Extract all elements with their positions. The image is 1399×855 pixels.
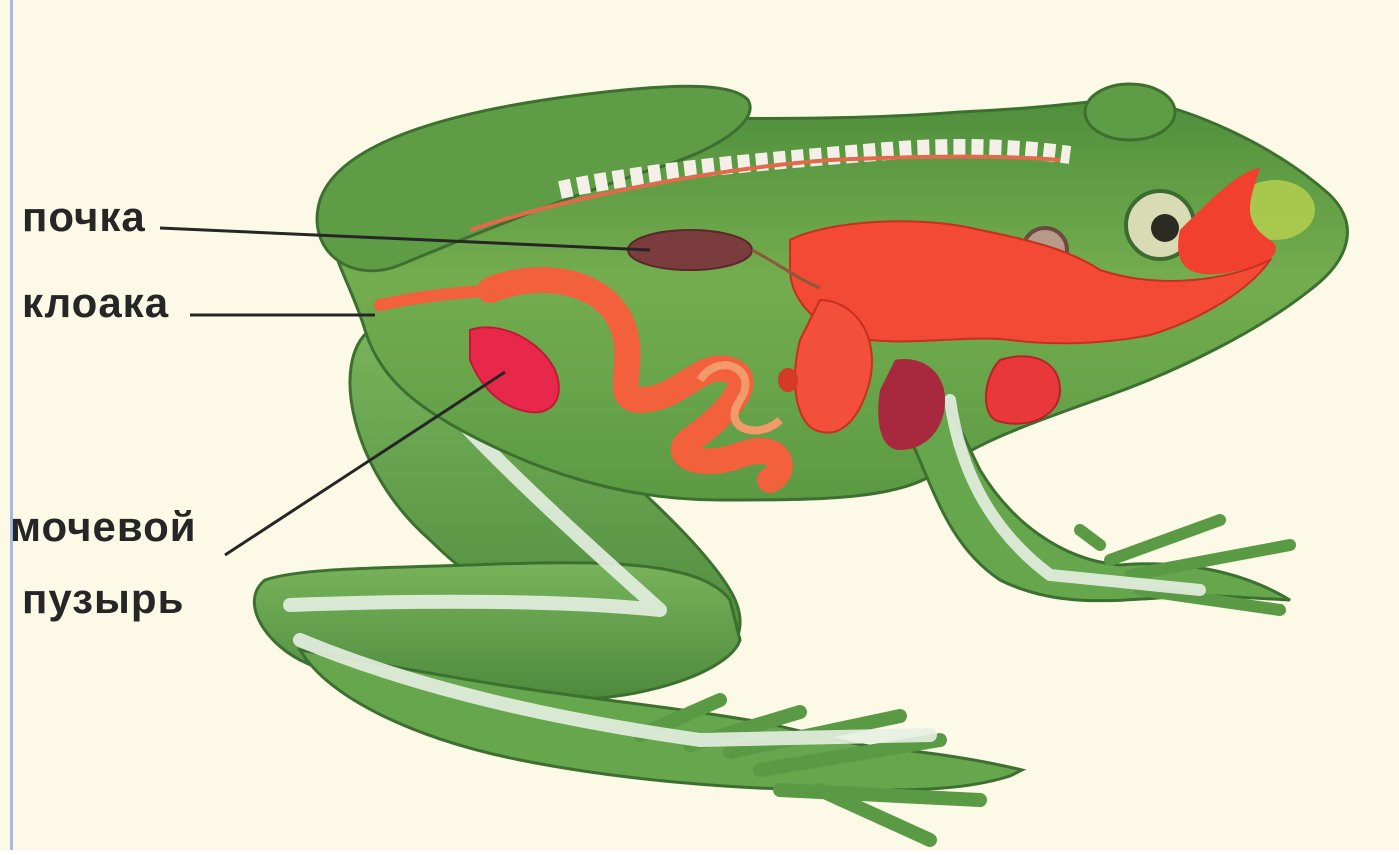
spleen [778, 368, 798, 392]
heart [986, 356, 1060, 424]
left-edge-line [10, 0, 13, 850]
eye-pupil [1151, 214, 1179, 242]
eye-bulge [1085, 84, 1175, 140]
label-kidney: почка [22, 196, 146, 238]
label-bladder-line2: пузырь [22, 578, 184, 620]
label-cloaca: клоака [22, 282, 169, 324]
label-bladder-line1: мочевой [10, 506, 197, 548]
